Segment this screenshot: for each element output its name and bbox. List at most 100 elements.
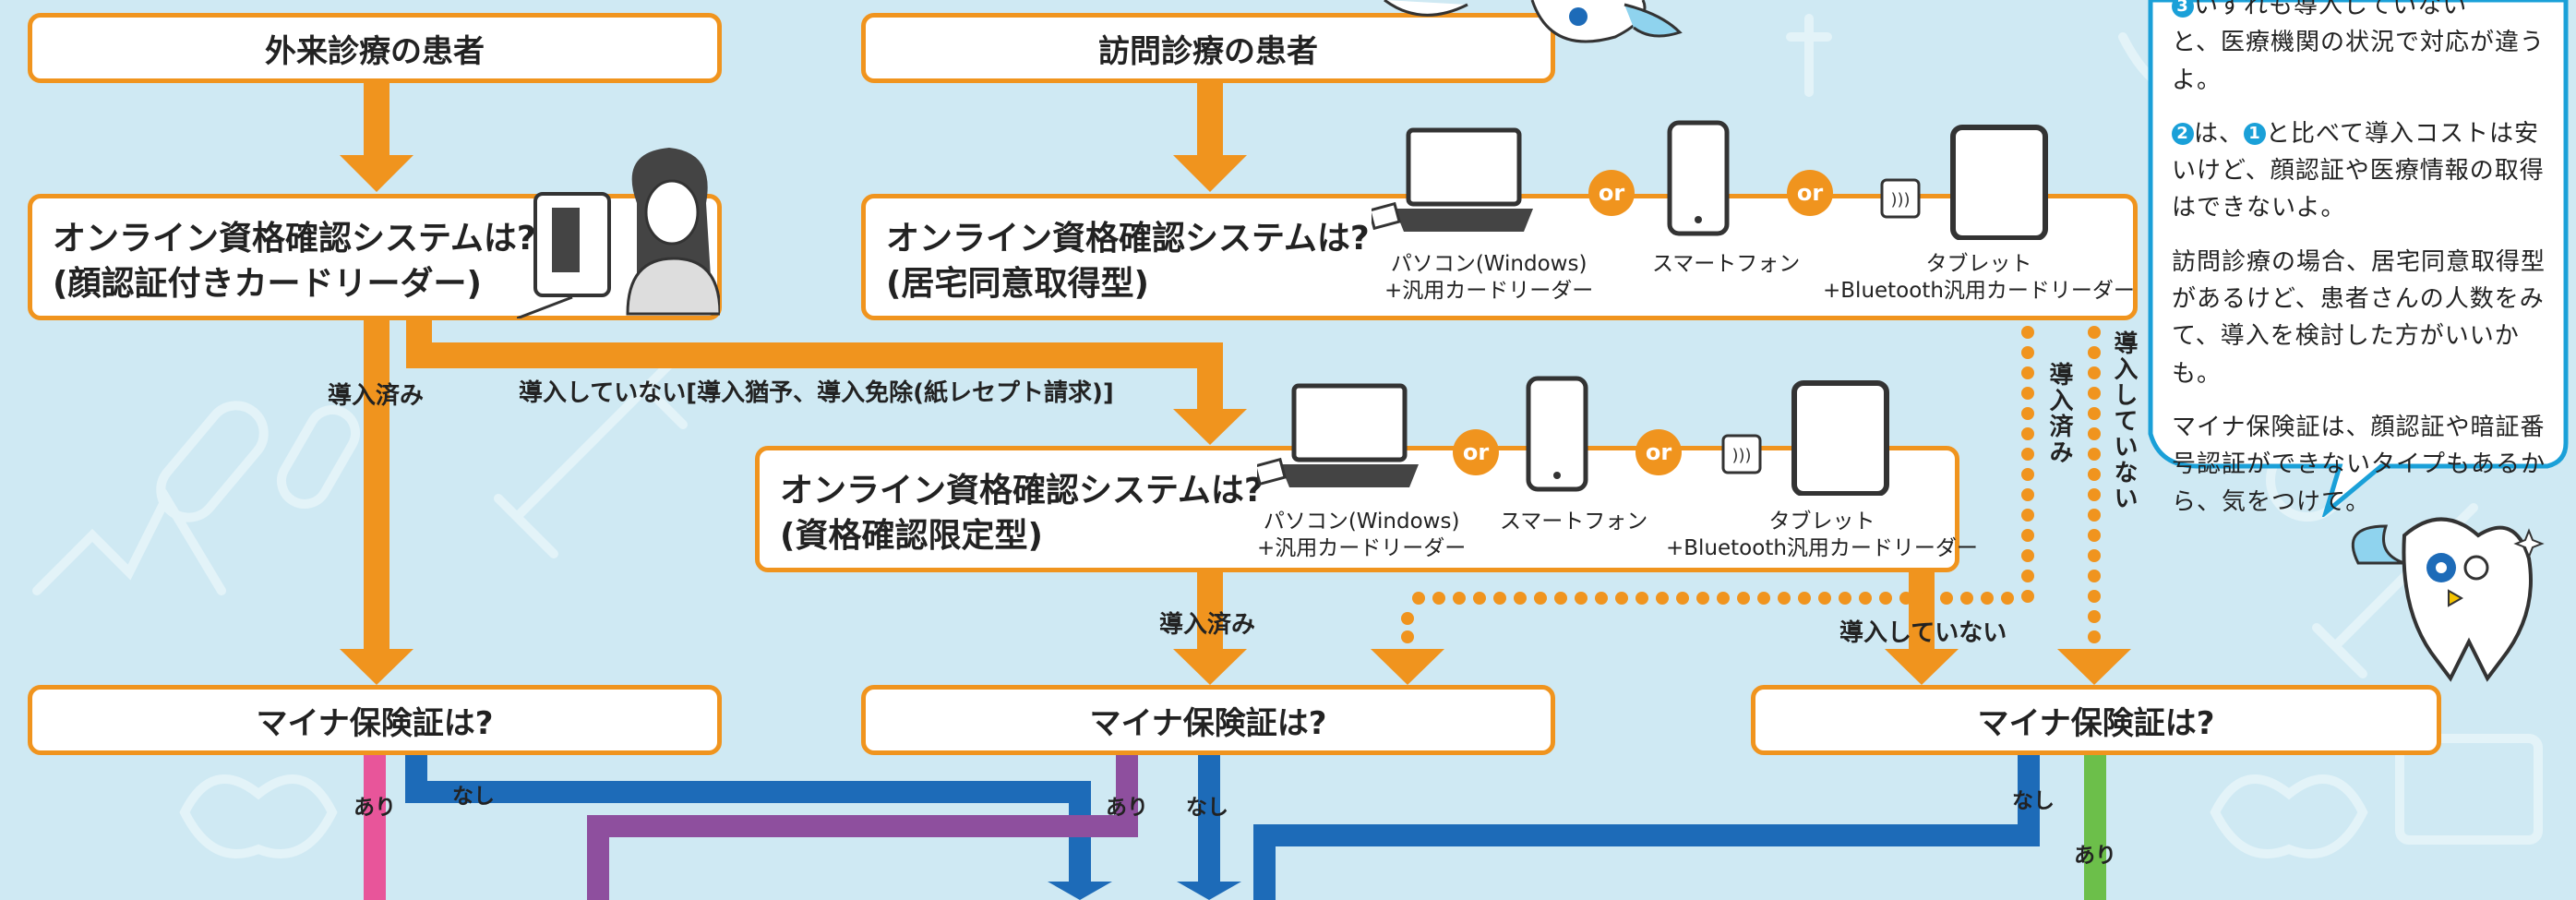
dot [2088, 610, 2101, 623]
arrowhead-blue [1177, 882, 1241, 900]
dot [2021, 468, 2034, 481]
tablet-icon: ))) [1880, 125, 2048, 240]
dot [2088, 407, 2101, 420]
dot [2088, 529, 2101, 542]
device-tablet-name-2: タブレット [1768, 510, 1875, 534]
device-tablet-name: タブレット [1925, 252, 2032, 276]
dot [2021, 366, 2034, 379]
label-myna1-yes: あり [353, 796, 396, 820]
dot [1940, 592, 1953, 605]
dot [2088, 448, 2101, 461]
label-myna1-no: なし [452, 785, 495, 809]
label-face-not-introduced: 導入していない[導入猶予、導入免除(紙レセプト請求)] [519, 379, 1114, 407]
num-3-icon: 3 [2172, 0, 2194, 18]
label-myna3-yes: あり [2074, 844, 2116, 868]
label-myna2-no: なし [1186, 796, 1228, 820]
sys-face-line2: (顔認証付きカードリーダー) [53, 264, 482, 303]
dot [2021, 326, 2034, 339]
heartbeat-icon [32, 488, 226, 595]
dot [1696, 592, 1709, 605]
dot [1473, 592, 1486, 605]
label-myna3-no: なし [2012, 789, 2055, 813]
dot [2088, 590, 2101, 603]
dot [1859, 592, 1872, 605]
bubble-line0-text: いずれも導入していない [2194, 0, 2468, 19]
dot [2088, 427, 2101, 440]
mascot-top [1384, 0, 1683, 43]
dot [1879, 592, 1892, 605]
myna-label-1: マイナ保険証は? [256, 704, 494, 742]
myna-box-2: マイナ保険証は? [861, 685, 1555, 755]
dot [1818, 592, 1831, 605]
tooth-icon [179, 774, 338, 858]
laptop-icon [1257, 383, 1419, 487]
syringe-icon [1786, 14, 1832, 97]
dot [1432, 592, 1445, 605]
dot [2021, 387, 2034, 400]
sys-limited-text: オンライン資格確認システムは? (資格確認限定型) [780, 469, 1264, 558]
laptop-icon [1372, 127, 1533, 232]
capsule-icon [277, 405, 360, 509]
sys-face-text: オンライン資格確認システムは? (顔認証付きカードリーダー) [53, 217, 536, 306]
dot [2021, 590, 2034, 603]
label-home-introduced: 導入済み [2045, 362, 2073, 465]
num-1-icon: 1 [2244, 123, 2267, 146]
or-badge: or [1453, 429, 1499, 475]
dot [2088, 468, 2101, 481]
sys-limited-line2: (資格確認限定型) [780, 516, 1043, 555]
capsule-icon [156, 401, 269, 522]
myna-label-3: マイナ保険証は? [1977, 704, 2215, 742]
device-pc-name-2: パソコン(Windows) [1263, 510, 1460, 534]
sys-home-box: オンライン資格確認システムは? (居宅同意取得型) [861, 194, 2138, 320]
arrowhead-blue [1048, 882, 1112, 900]
dot [2021, 427, 2034, 440]
arrow-outpatient-to-sys-face [364, 81, 389, 155]
dot [2021, 488, 2034, 501]
svg-text:))): ))) [1890, 190, 1910, 210]
dot [2021, 346, 2034, 359]
dot [2088, 549, 2101, 562]
arrow-limited-introduced [1197, 572, 1223, 651]
device-tablet-caption-2: タブレット +Bluetooth汎用カードリーダー [1666, 509, 1978, 562]
label-face-introduced: 導入済み [328, 382, 425, 410]
dot [2021, 549, 2034, 562]
outpatient-box: 外来診療の患者 [28, 13, 722, 83]
sys-home-text: オンライン資格確認システムは? (居宅同意取得型) [886, 217, 1370, 306]
dot [2088, 630, 2101, 643]
device-pc-reader-2: +汎用カードリーダー [1257, 535, 1467, 560]
dot [1757, 592, 1770, 605]
dot [2088, 326, 2101, 339]
dot [2021, 570, 2034, 582]
dot [1798, 592, 1811, 605]
dot [2088, 488, 2101, 501]
myna-box-1: マイナ保険証は? [28, 685, 722, 755]
num-2-icon: 2 [2172, 123, 2194, 146]
dot [1778, 592, 1791, 605]
dot [1534, 592, 1547, 605]
dot [2088, 366, 2101, 379]
dot [2021, 509, 2034, 522]
dot [2021, 529, 2034, 542]
dot [1737, 592, 1750, 605]
device-phone-caption: スマートフォン [1652, 252, 1801, 276]
bubble-line1: と、医療機関の状況で対応が違うよ。 [2172, 29, 2545, 94]
dot [1899, 592, 1912, 605]
or-badge: or [1588, 170, 1635, 216]
face-card-reader-illustration [517, 148, 720, 318]
dot [1453, 592, 1466, 605]
dot [1493, 592, 1506, 605]
clipboard-icon [2395, 734, 2543, 845]
dot [1412, 592, 1425, 605]
dot [2021, 448, 2034, 461]
sys-home-line2: (居宅同意取得型) [886, 264, 1149, 303]
tooth-icon [2210, 774, 2368, 858]
arrow-limited-not-introduced [1909, 572, 1935, 651]
device-phone-caption-2: スマートフォン [1500, 510, 1648, 534]
dot [1595, 592, 1608, 605]
bubble-p4: マイナ保険証は、顔認証や暗証番号認証ができないタイプもあるから、気をつけて。 [2172, 413, 2546, 516]
